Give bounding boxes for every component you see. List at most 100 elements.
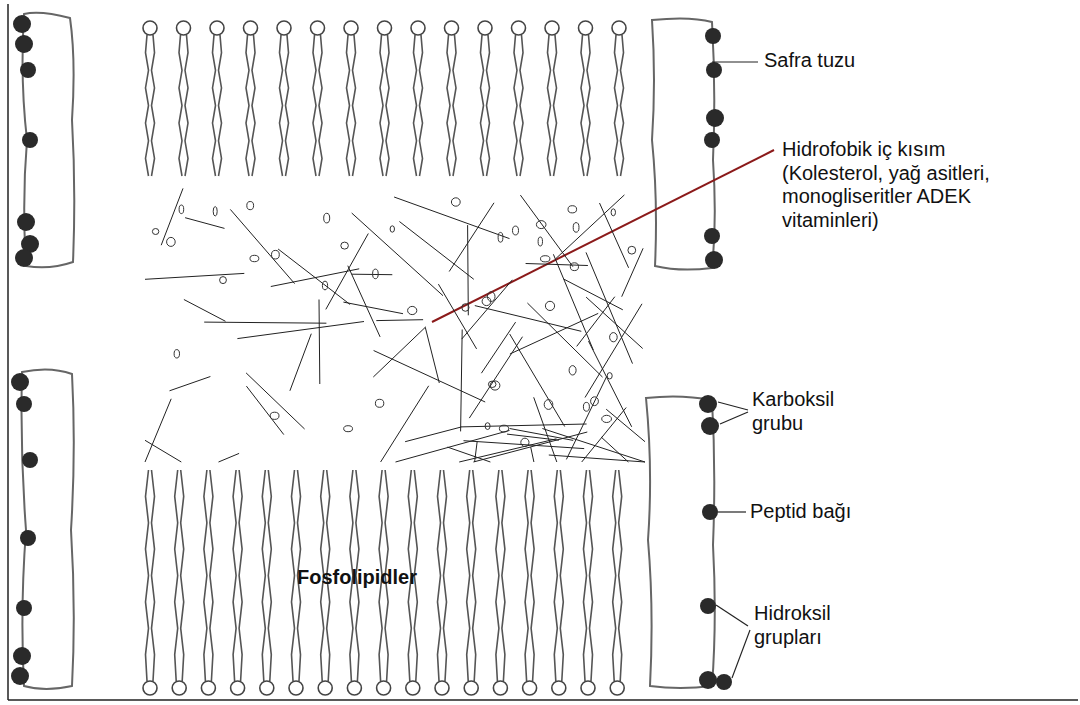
lipid-tail: [210, 470, 213, 681]
fatty-chain: [204, 322, 326, 323]
lipid-head: [579, 21, 593, 35]
fatty-chain: [553, 254, 593, 350]
lipid-tail: [347, 35, 350, 176]
lipid-tail: [587, 35, 590, 176]
lipid-head: [277, 21, 291, 35]
lipid-droplet: [451, 198, 460, 206]
fatty-chain: [589, 341, 632, 427]
lipid-tail: [152, 35, 155, 176]
fatty-chain: [461, 424, 587, 427]
lipid-droplet: [247, 202, 254, 210]
lipid-tail: [380, 35, 383, 176]
lipid-head: [210, 21, 224, 35]
fatty-chain: [219, 453, 240, 462]
fatty-chain: [475, 441, 478, 462]
lipid-head: [347, 681, 361, 695]
lipid-droplet: [488, 381, 496, 387]
fatty-chain: [343, 302, 403, 314]
lipid-tail: [313, 35, 316, 176]
lipid-head: [201, 681, 215, 695]
lipid-tail: [152, 470, 155, 681]
lipid-droplet: [487, 292, 495, 302]
lipid-droplet: [375, 399, 383, 407]
lipid-head: [143, 21, 157, 35]
lipid-tail: [621, 35, 624, 176]
lipid-tail: [353, 35, 356, 176]
fatty-chain: [481, 322, 515, 373]
fatty-chain: [145, 273, 244, 279]
lipid-tail: [531, 470, 534, 681]
fatty-chain: [577, 297, 615, 347]
lipid-tail: [473, 470, 476, 681]
lipid-droplet: [611, 209, 615, 216]
peptide-label: Peptid bağı: [750, 500, 910, 524]
lipid-droplet: [462, 304, 469, 312]
fatty-chain: [145, 440, 181, 462]
fatty-chain: [237, 322, 364, 339]
fatty-chain: [622, 248, 643, 296]
fatty-chain: [352, 274, 393, 276]
lipid-tail: [268, 470, 271, 681]
lipid-head: [552, 681, 566, 695]
fatty-chain: [170, 377, 211, 391]
fatty-chain: [399, 222, 473, 280]
lipid-head: [289, 681, 303, 695]
lipid-tail: [581, 35, 584, 176]
fatty-chain: [600, 203, 629, 268]
lipid-tail: [447, 35, 450, 176]
lipid-head: [411, 21, 425, 35]
lipid-tail: [146, 470, 149, 681]
fatty-chain: [425, 327, 439, 383]
lipid-droplet: [179, 205, 184, 214]
lipid-head: [244, 21, 258, 35]
fatty-chain: [381, 386, 429, 462]
fatty-chain: [352, 213, 443, 296]
lipid-head: [231, 681, 245, 695]
lipid-droplet: [322, 281, 327, 290]
fatty-chain: [520, 195, 573, 267]
lipid-tail: [554, 470, 557, 681]
lipid-tail: [246, 35, 249, 176]
core-label: Hidrofobik iç kısım (Kolesterol, yağ asi…: [782, 138, 1044, 232]
lipid-head: [177, 21, 191, 35]
lipid-head: [545, 21, 559, 35]
lipid-tail: [319, 35, 322, 176]
lipid-tail: [554, 35, 557, 176]
fatty-chain: [185, 218, 224, 229]
lipid-droplet: [545, 301, 554, 310]
lipid-droplet: [544, 400, 553, 410]
fatty-chain: [230, 209, 294, 283]
lipid-droplet: [324, 213, 330, 223]
carboxyl-label: Karboksil grubu: [752, 388, 862, 435]
lipid-droplet: [373, 269, 379, 279]
lipid-droplet: [591, 397, 599, 406]
lipid-droplet: [408, 306, 417, 314]
lipid-head: [464, 681, 478, 695]
lipid-tail: [239, 470, 242, 681]
lipid-tail: [175, 470, 178, 681]
fatty-chain: [145, 399, 171, 462]
lipid-droplet: [573, 223, 579, 233]
lipid-tail: [185, 35, 188, 176]
lipid-tail: [420, 35, 423, 176]
fatty-chain: [527, 303, 602, 377]
lipid-tail: [386, 35, 389, 176]
lipid-tail: [560, 470, 563, 681]
lipid-droplet: [250, 255, 259, 261]
fatty-chain: [475, 306, 582, 332]
fatty-chain: [549, 455, 645, 462]
lipid-droplet: [390, 226, 394, 232]
fatty-chain: [326, 234, 369, 310]
lipid-droplet: [583, 402, 589, 411]
lipid-droplet: [272, 250, 280, 259]
lipid-droplet: [569, 366, 576, 375]
lipid-droplet: [220, 277, 227, 284]
lipid-tail: [487, 35, 490, 176]
lipid-droplet: [602, 415, 612, 422]
lipid-droplet: [485, 423, 490, 430]
lipid-droplet: [499, 425, 508, 432]
fatty-chain: [507, 434, 559, 440]
lipid-head: [435, 681, 449, 695]
fatty-chain: [184, 300, 226, 322]
